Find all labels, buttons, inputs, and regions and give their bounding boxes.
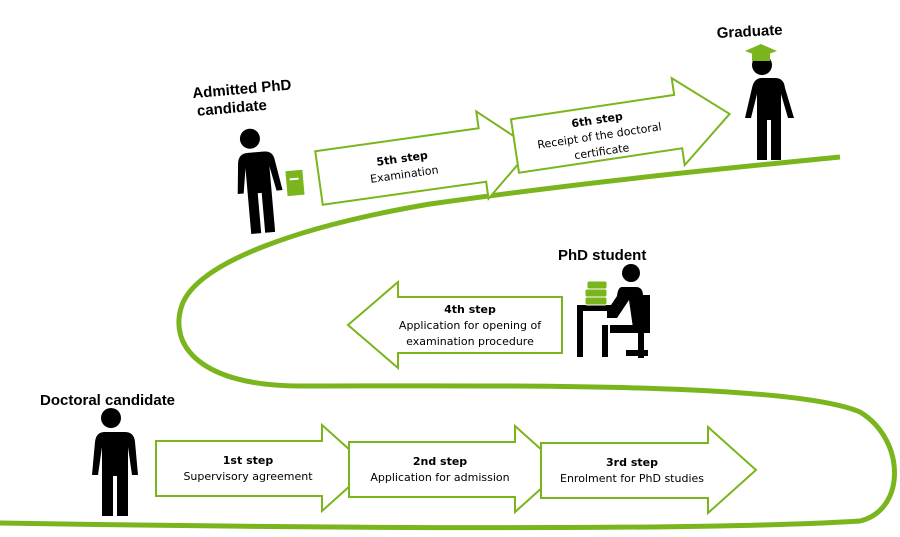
graduate-cap-icon [745, 44, 777, 61]
step-2-arrow: 2nd step Application for admission [348, 423, 565, 515]
graduate-icon [745, 55, 794, 160]
path-curve [0, 154, 897, 531]
step-5-arrow: 5th step Examination [314, 109, 534, 206]
step-3-arrow: 3rd step Enrolment for PhD studies [540, 424, 758, 516]
step-description: Application for admission [370, 471, 509, 484]
role-label-admitted-line2: candidate [196, 97, 267, 120]
student-at-desk-icon [577, 264, 650, 358]
step-description: Supervisory agreement [183, 470, 313, 483]
step-6-arrow: 6th step Receipt of the doctoral certifi… [509, 76, 732, 174]
step-1-arrow: 1st step Supervisory agreement [155, 422, 372, 514]
role-label-doctoral-candidate: Doctoral candidate [40, 392, 175, 409]
person-icon [92, 408, 138, 516]
step-description: Enrolment for PhD studies [560, 472, 704, 485]
step-title: 2nd step [413, 455, 467, 468]
role-label-graduate: Graduate [716, 22, 783, 42]
step-description: Application for opening of [399, 319, 542, 332]
step-title: 4th step [444, 303, 496, 316]
role-label-phd-student: PhD student [558, 247, 646, 264]
step-4-arrow: 4th step Application for opening of exam… [346, 279, 563, 371]
step-title: 1st step [223, 454, 274, 467]
step-description: examination procedure [406, 335, 534, 348]
person-with-book-icon [237, 128, 306, 234]
step-title: 3rd step [606, 456, 658, 469]
